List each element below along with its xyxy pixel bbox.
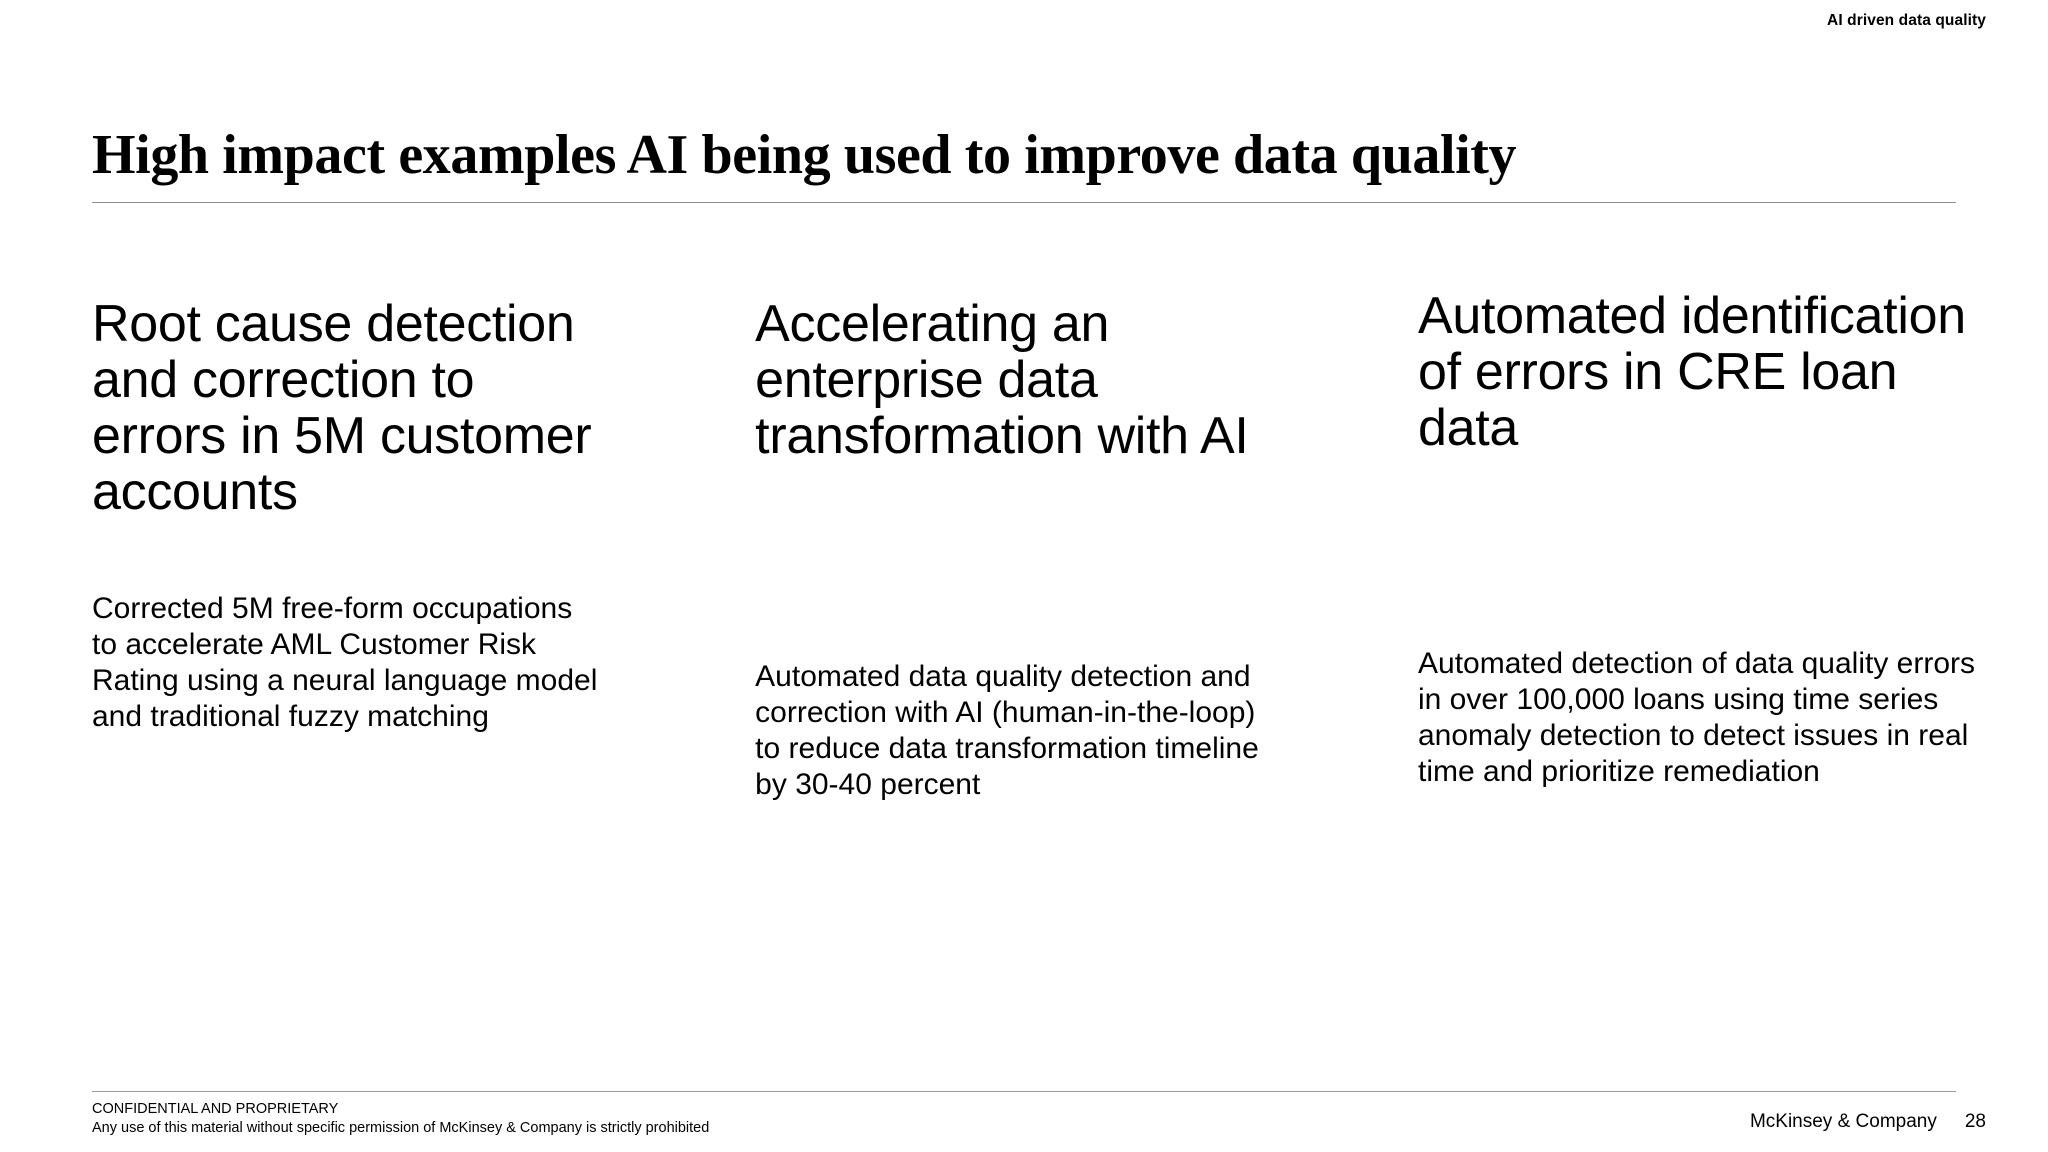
permission-notice: Any use of this material without specifi… xyxy=(92,1120,710,1137)
content-column-1: Root cause detection and correction to e… xyxy=(92,296,755,803)
brand-name: McKinsey & Company xyxy=(1749,1111,1937,1132)
column-1-body: Corrected 5M free-form occupations to ac… xyxy=(92,591,598,733)
confidentiality-label: CONFIDENTIAL AND PROPRIETARY xyxy=(92,1101,339,1117)
footer-legal: CONFIDENTIAL AND PROPRIETARY Any use of … xyxy=(92,1100,709,1138)
content-column-2: Accelerating an enterprise data transfor… xyxy=(755,296,1418,803)
footer-divider xyxy=(92,1091,1956,1092)
footer-brand-area: McKinsey & Company 28 xyxy=(1750,1111,1986,1133)
column-3-heading: Automated identification of errors in CR… xyxy=(1418,287,1966,458)
column-2-heading: Accelerating an enterprise data transfor… xyxy=(755,295,1249,466)
slide-kicker: AI driven data quality xyxy=(1827,12,1986,29)
title-divider xyxy=(92,202,1956,203)
page-number: 28 xyxy=(1964,1111,1986,1132)
column-2-body: Automated data quality detection and cor… xyxy=(755,660,1259,802)
content-column-3: Automated identification of errors in CR… xyxy=(1418,288,2020,803)
column-3-body: Automated detection of data quality erro… xyxy=(1418,647,1975,789)
content-columns: Root cause detection and correction to e… xyxy=(92,288,2020,803)
column-1-heading: Root cause detection and correction to e… xyxy=(92,295,592,522)
page-title: High impact examples AI being used to im… xyxy=(92,123,1517,186)
